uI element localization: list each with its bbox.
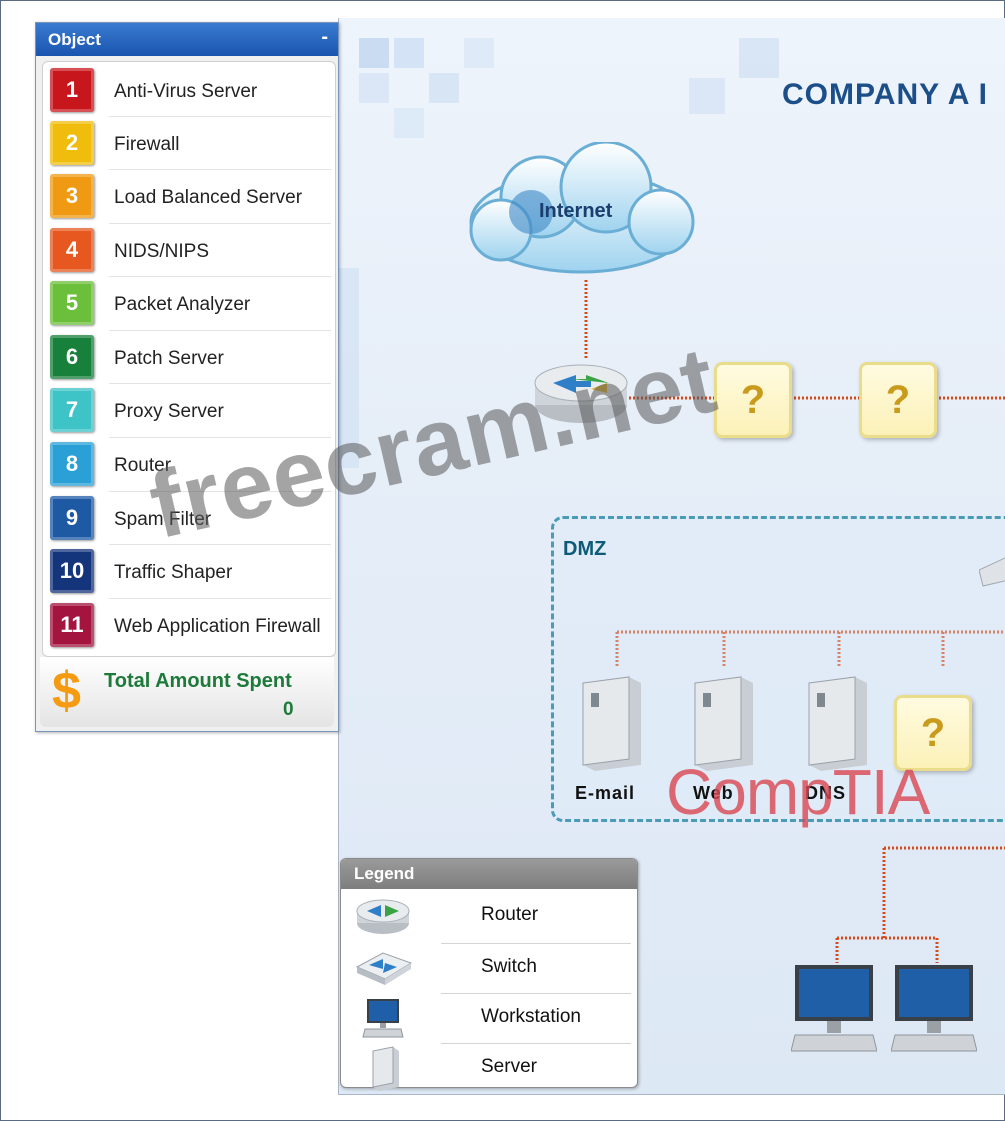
object-number-badge: 1 [50, 68, 94, 112]
object-item-packet-analyzer[interactable]: 5 Packet Analyzer [43, 277, 335, 330]
object-panel-header[interactable]: Object - [36, 23, 338, 56]
object-item-load-balanced-server[interactable]: 3 Load Balanced Server [43, 170, 335, 223]
total-amount-spent: $ Total Amount Spent 0 [40, 657, 334, 727]
object-item-label: Proxy Server [114, 401, 224, 422]
workstation-icon [791, 965, 877, 1052]
server-icon [372, 1046, 399, 1091]
object-item-label: Patch Server [114, 348, 224, 369]
object-number-badge: 2 [50, 121, 94, 165]
object-item-spam-filter[interactable]: 9 Spam Filter [43, 492, 335, 545]
switch-icon [979, 557, 1005, 587]
placeholder-slot-2[interactable]: ? [859, 362, 937, 438]
object-list: 1 Anti-Virus Server 2 Firewall 3 Load Ba… [42, 61, 336, 657]
legend-panel: Legend Router Switch Workstation [340, 858, 638, 1091]
object-number-badge: 11 [50, 603, 94, 647]
object-item-anti-virus-server[interactable]: 1 Anti-Virus Server [43, 64, 335, 117]
legend-item-workstation: Workstation [341, 993, 637, 1043]
dollar-icon: $ [52, 662, 81, 720]
legend-label-server: Server [481, 1056, 537, 1077]
legend-item-switch: Switch [341, 943, 637, 993]
router-icon [356, 899, 410, 934]
object-item-traffic-shaper[interactable]: 10 Traffic Shaper [43, 545, 335, 598]
object-item-nids-nips[interactable]: 4 NIDS/NIPS [43, 224, 335, 277]
workstation-icon [891, 965, 977, 1052]
dns-server-icon [808, 676, 867, 771]
object-number-badge: 7 [50, 388, 94, 432]
object-item-label: Anti-Virus Server [114, 81, 258, 102]
object-item-web-application-firewall[interactable]: 11 Web Application Firewall [43, 599, 335, 652]
internet-label: Internet [539, 200, 613, 222]
object-number-badge: 3 [50, 174, 94, 218]
decorative-tiles [339, 18, 779, 468]
dmz-zone [551, 516, 1005, 822]
internet-cloud-icon [469, 142, 695, 274]
object-number-badge: 4 [50, 228, 94, 272]
object-item-patch-server[interactable]: 6 Patch Server [43, 331, 335, 384]
web-server-icon [694, 676, 753, 771]
object-item-label: Router [114, 455, 172, 476]
server-label-email: E-mail [575, 783, 636, 803]
object-item-label: Firewall [114, 134, 180, 155]
placeholder-slot-1[interactable]: ? [714, 362, 792, 438]
object-number-badge: 10 [50, 549, 94, 593]
total-value: 0 [283, 699, 294, 720]
dmz-label: DMZ [563, 538, 607, 560]
legend-label-router: Router [481, 904, 539, 925]
total-label: Total Amount Spent [104, 670, 292, 692]
switch-icon [355, 952, 413, 985]
object-panel-title: Object [48, 30, 101, 49]
object-number-badge: 6 [50, 335, 94, 379]
object-item-label: NIDS/NIPS [114, 241, 210, 262]
network-links [584, 280, 1005, 963]
server-label-web: Web [693, 783, 734, 803]
minimize-button[interactable]: - [321, 26, 328, 48]
object-item-label: Web Application Firewall [114, 616, 321, 637]
object-item-label: Traffic Shaper [114, 562, 233, 583]
object-item-label: Packet Analyzer [114, 294, 251, 315]
legend-label-workstation: Workstation [481, 1006, 581, 1027]
placeholder-slot-3[interactable]: ? [894, 695, 972, 771]
email-server-icon [582, 676, 641, 771]
legend-item-server: Server [341, 1043, 637, 1093]
router-icon [534, 364, 628, 423]
object-number-badge: 8 [50, 442, 94, 486]
legend-title: Legend [341, 859, 637, 889]
object-number-badge: 9 [50, 496, 94, 540]
object-number-badge: 5 [50, 281, 94, 325]
comptia-logo: CompTIA [666, 756, 930, 828]
object-item-label: Load Balanced Server [114, 187, 303, 208]
workstation-icon [362, 999, 404, 1038]
object-item-router[interactable]: 8 Router [43, 438, 335, 491]
object-item-label: Spam Filter [114, 509, 212, 530]
legend-item-router: Router [341, 891, 637, 941]
server-label-dns: DNS [805, 783, 847, 803]
object-item-firewall[interactable]: 2 Firewall [43, 117, 335, 170]
diagram-title: COMPANY A I [782, 78, 989, 111]
object-item-proxy-server[interactable]: 7 Proxy Server [43, 384, 335, 437]
legend-label-switch: Switch [481, 956, 537, 977]
object-panel: Object - 1 Anti-Virus Server 2 Firewall … [35, 22, 339, 732]
